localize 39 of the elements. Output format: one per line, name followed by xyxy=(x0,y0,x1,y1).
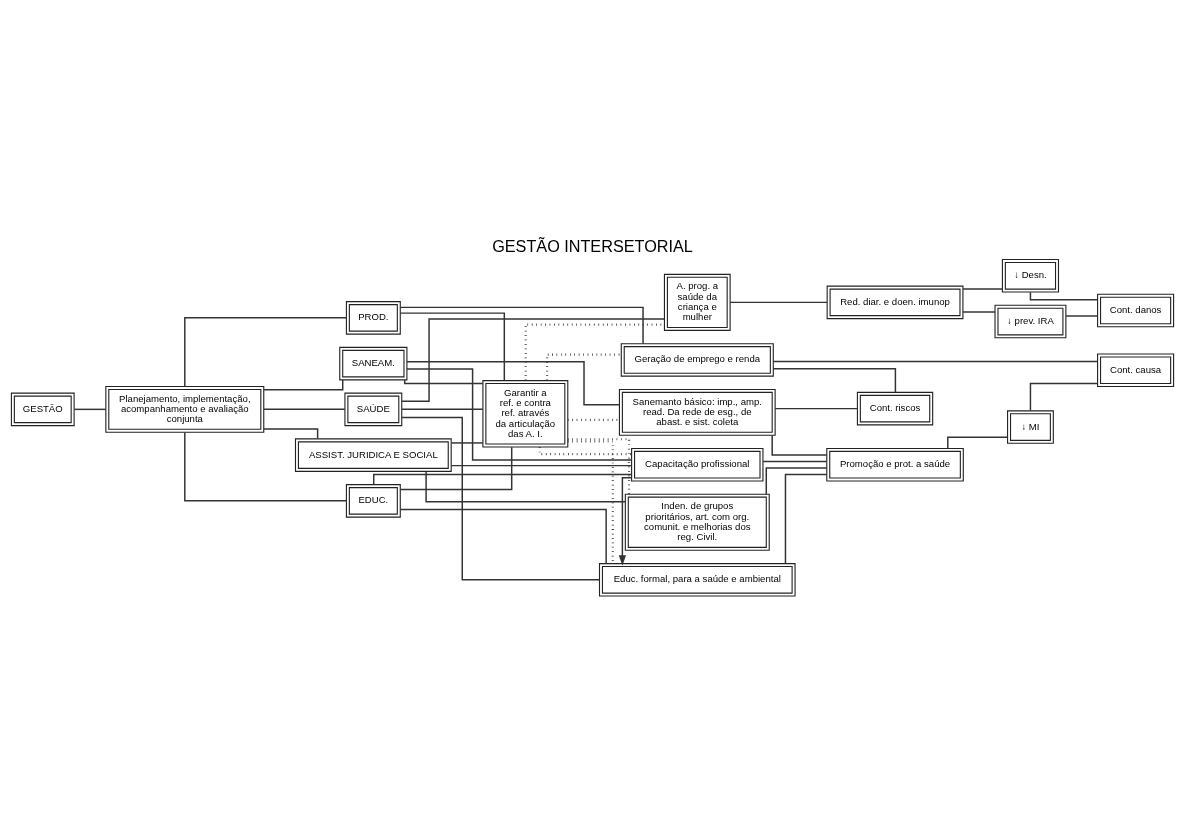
connector xyxy=(765,467,828,495)
connector xyxy=(406,368,633,461)
connector xyxy=(762,460,828,463)
connector xyxy=(399,508,607,565)
connector xyxy=(401,408,484,411)
connector xyxy=(784,473,828,565)
connector xyxy=(184,317,348,387)
connector xyxy=(1029,291,1099,301)
connector xyxy=(962,311,996,313)
arrow xyxy=(618,477,633,566)
connector xyxy=(399,446,513,491)
connector xyxy=(263,428,319,440)
connector xyxy=(184,431,348,502)
connector xyxy=(450,442,484,444)
connector xyxy=(1065,315,1099,317)
connector xyxy=(771,434,828,456)
connector xyxy=(772,360,1099,363)
connector xyxy=(401,318,666,402)
connector xyxy=(401,416,601,581)
connector xyxy=(772,368,897,393)
connector xyxy=(425,470,627,503)
connector xyxy=(450,464,633,467)
connector xyxy=(774,407,858,410)
connector xyxy=(399,306,644,345)
connector xyxy=(73,408,107,411)
connector xyxy=(406,361,620,406)
connector xyxy=(538,447,632,456)
connector xyxy=(403,379,484,385)
connector xyxy=(567,440,614,564)
connector xyxy=(567,438,631,495)
connector xyxy=(372,473,633,486)
connector xyxy=(263,408,346,411)
connector xyxy=(729,301,828,304)
connector xyxy=(263,379,344,391)
connector xyxy=(399,312,506,382)
diagram-title: GESTÃO INTERSETORIAL xyxy=(492,236,693,255)
connector xyxy=(1029,382,1099,412)
connector xyxy=(962,288,1003,290)
connector xyxy=(947,436,1009,450)
